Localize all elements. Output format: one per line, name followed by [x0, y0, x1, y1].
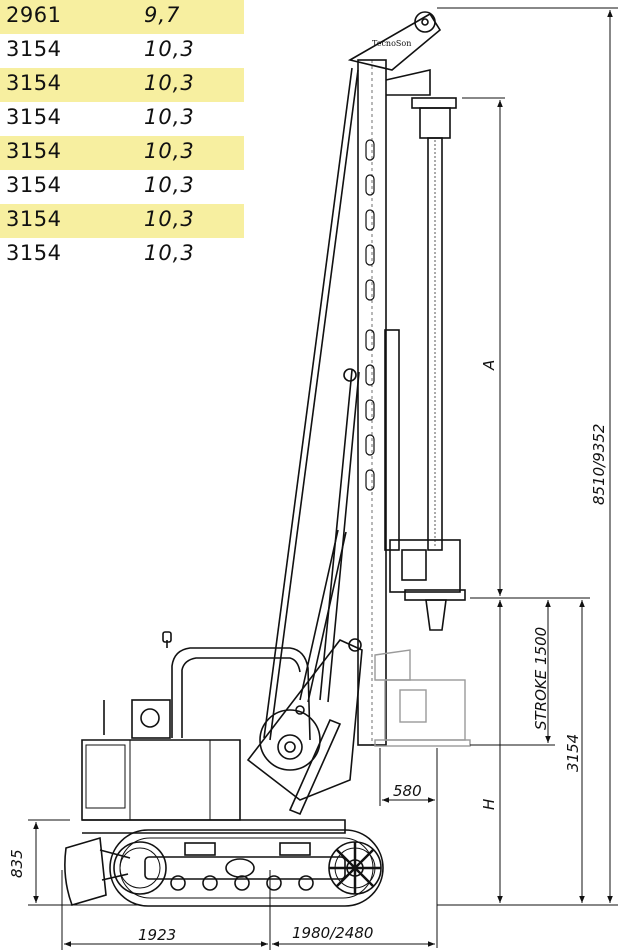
v-value: 10,3 — [144, 241, 195, 265]
table-row: 3154 10,3 — [0, 170, 244, 204]
dim-blade-height-label: 835 — [8, 849, 26, 878]
rotary-head-lower-position — [374, 649, 471, 747]
tecnoson-logo: TecnoSon — [372, 39, 411, 48]
height-table: 2961 9,7 3154 10,3 3154 10,3 3154 10,3 3154 1… — [0, 0, 244, 272]
table-row: 3154 10,3 — [0, 102, 244, 136]
sprocket-teeth — [329, 842, 381, 894]
dim-a-label: A — [480, 360, 498, 371]
h-value: 3154 — [6, 207, 62, 231]
dim-offset-label: 580 — [393, 782, 422, 800]
dozer-blade — [64, 836, 131, 906]
dimension-lines — [28, 7, 618, 950]
dim-stroke-label: STROKE 1500 — [532, 627, 550, 730]
v-value: 10,3 — [144, 105, 195, 129]
table-row: 2961 9,7 — [0, 0, 244, 34]
h-value: 3154 — [6, 71, 62, 95]
h-value: 2961 — [6, 3, 62, 27]
mast — [263, 11, 466, 746]
h-value: 3154 — [6, 105, 62, 129]
v-value: 10,3 — [144, 71, 195, 95]
dim-total-height-label: 8510/9352 — [590, 424, 608, 505]
h-value: 3154 — [6, 241, 62, 265]
v-value: 10,3 — [144, 173, 195, 197]
upper-structure — [81, 631, 346, 834]
dim-front-length-label: 1980/2480 — [292, 924, 373, 942]
table-row: 3154 10,3 — [0, 68, 244, 102]
h-value: 3154 — [6, 37, 62, 61]
h-value: 3154 — [6, 139, 62, 163]
dim-h-label: H — [480, 799, 498, 810]
table-row: 3154 10,3 — [0, 34, 244, 68]
table-row: 3154 10,3 — [0, 136, 244, 170]
boom-assembly — [246, 368, 363, 816]
table-row: 3154 10,3 — [0, 204, 244, 238]
v-value: 10,3 — [144, 37, 195, 61]
v-value: 9,7 — [144, 3, 181, 27]
dim-mast-foot-label: 3154 — [564, 734, 582, 772]
dim-rear-length-label: 1923 — [138, 926, 176, 944]
table-row: 3154 10,3 — [0, 238, 244, 272]
h-value: 3154 — [6, 173, 62, 197]
v-value: 10,3 — [144, 139, 195, 163]
v-value: 10,3 — [144, 207, 195, 231]
mast-slots — [365, 139, 375, 491]
